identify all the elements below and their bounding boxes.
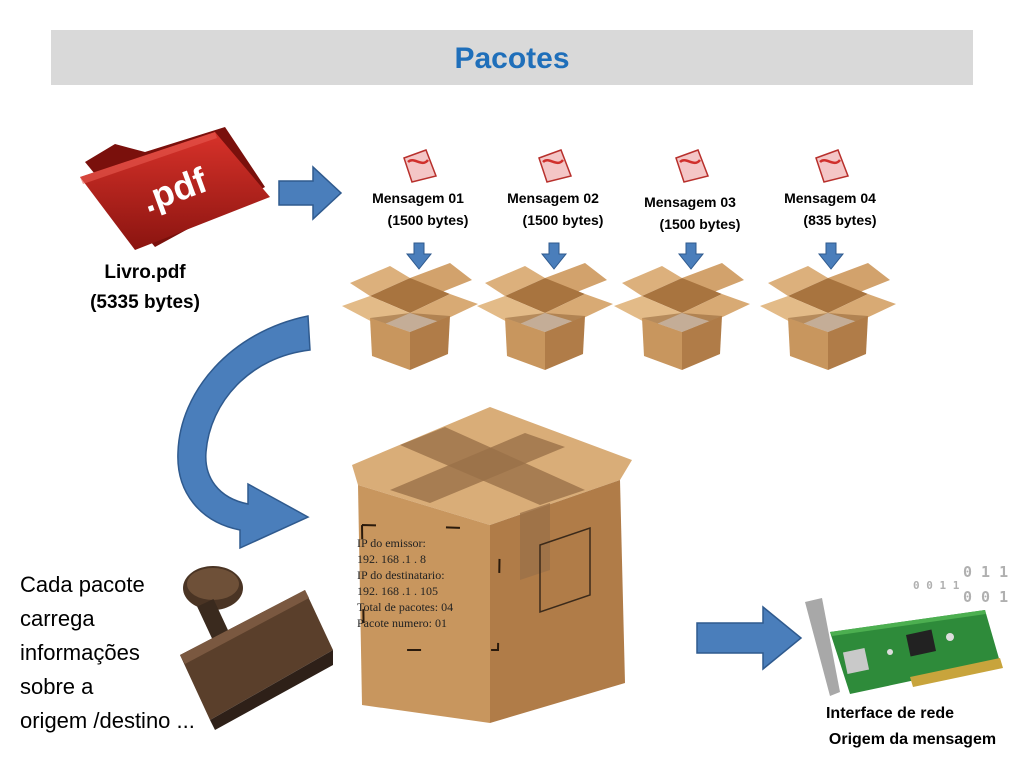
message-size: (1500 bytes) xyxy=(387,212,469,228)
cardboard-box-icon xyxy=(342,263,478,370)
description: Cada pacote carrega informações sobre a … xyxy=(20,568,220,738)
description-line: sobre a xyxy=(20,674,94,699)
curved-arrow-icon xyxy=(177,315,311,550)
down-arrow-icon xyxy=(541,242,567,270)
description-line: origem /destino ... xyxy=(20,708,195,733)
pdf-document-icon xyxy=(538,149,573,183)
description-line: informações xyxy=(20,640,140,665)
blue-arrow-icon xyxy=(278,165,343,221)
nic-label: Interface de rede xyxy=(825,705,955,722)
message-name: Mensagem 01 xyxy=(372,190,464,206)
pdf-document-icon xyxy=(675,149,710,183)
label-line: Pacote numero: 01 xyxy=(357,616,447,630)
message-size: (1500 bytes) xyxy=(659,216,741,232)
cardboard-box-icon xyxy=(614,263,750,370)
label-line: 192. 168 .1 . 105 xyxy=(357,584,438,598)
cardboard-box-icon xyxy=(477,263,613,370)
title-bar: Pacotes xyxy=(51,30,973,85)
bits-line: 0 1 1 xyxy=(963,563,1008,581)
message-size: (1500 bytes) xyxy=(522,212,604,228)
cardboard-box-icon xyxy=(760,263,896,370)
message-name: Mensagem 03 xyxy=(644,194,736,210)
bits-line: 0 0 1 xyxy=(963,588,1008,606)
label-line: IP do destinatario: xyxy=(357,568,445,582)
network-card-icon xyxy=(805,598,1003,696)
label-line: 192. 168 .1 . 8 xyxy=(357,552,426,566)
description-line: Cada pacote xyxy=(20,572,145,597)
large-cardboard-box xyxy=(352,407,632,723)
book-size: (5335 bytes) xyxy=(90,292,200,313)
rubber-stamp-icon xyxy=(180,566,333,730)
pdf-folder-icon: .pdf xyxy=(80,127,270,250)
package-label: IP do emissor: 192. 168 .1 . 8 IP do des… xyxy=(357,535,453,631)
label-line: IP do emissor: xyxy=(357,536,426,550)
page-title: Pacotes xyxy=(454,42,570,75)
pdf-document-icon xyxy=(815,149,850,183)
description-line: carrega xyxy=(20,606,95,631)
label-line: Total de pacotes: 04 xyxy=(357,600,454,614)
message-size: (835 bytes) xyxy=(803,212,877,228)
nic-sublabel: Origem da mensagem xyxy=(828,731,997,748)
down-arrow-icon xyxy=(818,242,844,270)
bits-line: 0 0 1 1 xyxy=(913,579,960,592)
message-name: Mensagem 02 xyxy=(507,190,599,206)
binary-digits: 0 1 1 0 0 1 1 0 0 1 xyxy=(913,563,1008,606)
message-name: Mensagem 04 xyxy=(784,190,876,206)
down-arrow-icon xyxy=(406,242,432,270)
pdf-document-icon xyxy=(403,149,438,183)
down-arrow-icon xyxy=(678,242,704,270)
book-name: Livro.pdf xyxy=(104,262,186,283)
blue-arrow-icon xyxy=(696,605,803,671)
